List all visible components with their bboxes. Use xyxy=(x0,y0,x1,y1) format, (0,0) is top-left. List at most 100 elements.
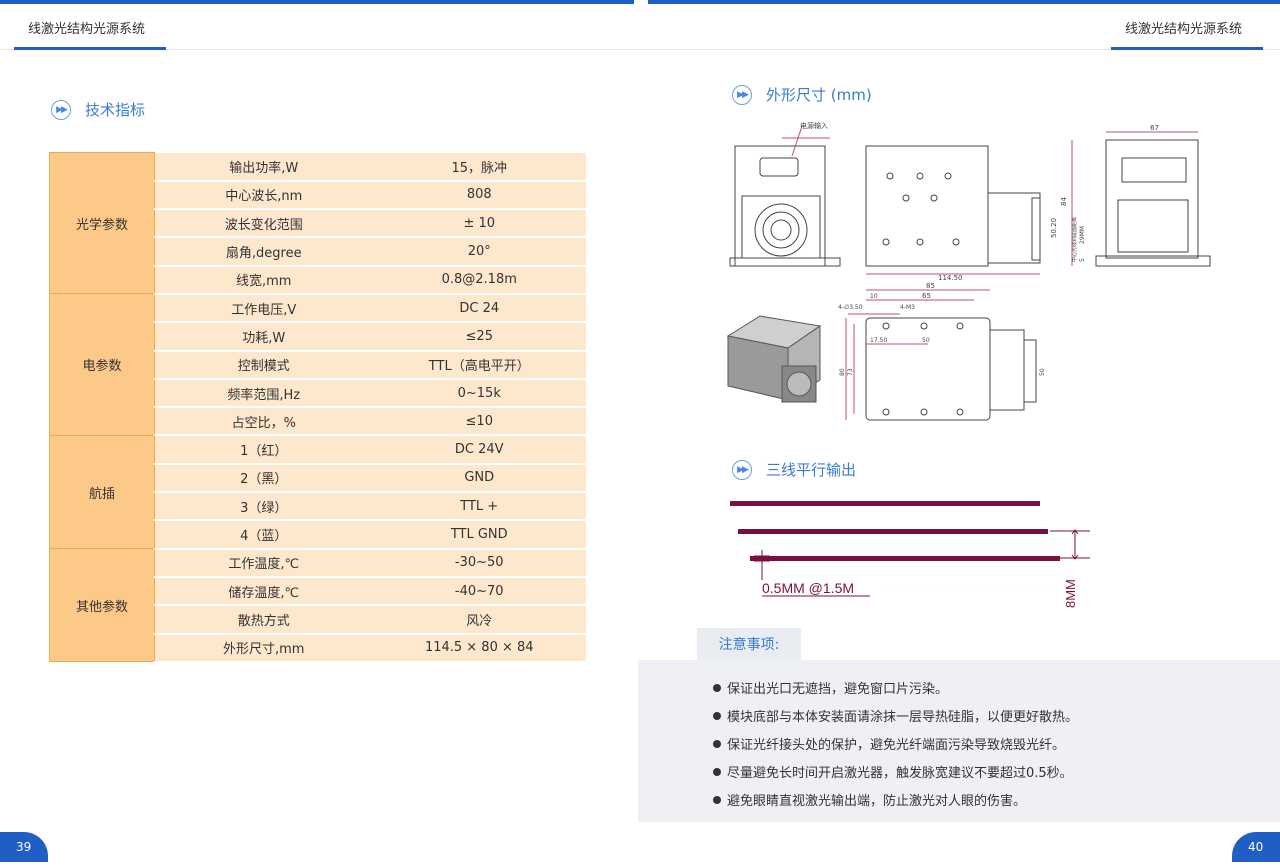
dim-80: 80 xyxy=(839,368,846,376)
dim-84: 84 xyxy=(1060,197,1068,206)
spec-row: 4（蓝）TTL GND xyxy=(50,520,586,550)
front-view-drawing xyxy=(729,125,841,267)
spec-group-label: 光学参数 xyxy=(49,151,155,295)
height-8mm-label: 8MM xyxy=(1063,579,1078,608)
dim-50b: 50 xyxy=(1039,368,1046,376)
note-item: 模块底部与本体安装面请涂抹一层导热硅脂，以便更好散热。 xyxy=(713,706,1078,725)
note-item: 保证出光口无遮挡，避免窗口片污染。 xyxy=(713,678,948,697)
header-underline-left xyxy=(14,47,166,50)
note-text: 保证出光口无遮挡，避免窗口片污染。 xyxy=(727,682,949,697)
spec-param-value: ≤10 xyxy=(372,407,586,437)
spec-param-name: 线宽,mm xyxy=(154,265,373,295)
dimension-drawings: 电源输入 114.50 50.20 67 84 29MM 5 中心光线到底面距离 xyxy=(726,121,1211,421)
section-title: 技术指标 xyxy=(85,101,146,119)
dim-85: 85 xyxy=(926,282,935,290)
dim-65: 65 xyxy=(922,292,931,300)
spec-param-value: TTL + xyxy=(372,492,586,522)
dim-50-20: 50.20 xyxy=(1050,218,1058,238)
spec-param-name: 3（绿） xyxy=(154,492,373,522)
note-item: 避免眼睛直视激光输出端，防止激光对人眼的伤害。 xyxy=(713,790,1026,809)
dim-17-50: 17.50 xyxy=(870,337,887,344)
laser-line-2 xyxy=(738,529,1048,534)
page-number-text: 40 xyxy=(1248,840,1264,854)
spec-param-value: DC 24 xyxy=(372,293,586,324)
spec-group-label: 其他参数 xyxy=(49,548,155,663)
spec-param-value: -30~50 xyxy=(372,548,586,578)
spec-param-value: 风冷 xyxy=(372,605,586,635)
iso-view-drawing xyxy=(726,315,822,403)
spec-row: 占空比，%≤10 xyxy=(50,407,586,437)
spec-param-name: 占空比，% xyxy=(154,407,373,437)
forward-arrows-icon: ▶▶ xyxy=(51,99,71,120)
spec-param-name: 散热方式 xyxy=(154,605,373,635)
dim-50a: 50 xyxy=(922,337,930,344)
bullet-icon xyxy=(713,711,721,720)
spec-param-value: 15，脉冲 xyxy=(372,152,586,182)
hole-spec-1: 4-∅3.50 xyxy=(838,304,863,311)
spec-param-name: 外形尺寸,mm xyxy=(154,633,373,663)
bullet-icon xyxy=(713,767,721,776)
spec-param-name: 扇角,degree xyxy=(154,237,373,267)
spec-row: 储存温度,℃-40~70 xyxy=(50,576,586,607)
spec-param-value: TTL（高电平开） xyxy=(372,350,586,380)
header-title-right: 线激光结构光源系统 xyxy=(1125,22,1243,37)
spec-param-name: 输出功率,W xyxy=(154,152,373,182)
forward-arrows-icon: ▶▶ xyxy=(732,84,752,105)
spec-param-name: 1（红） xyxy=(154,435,373,465)
spacing-label: 0.5MM @1.5M xyxy=(762,580,854,596)
header-divider xyxy=(0,49,1280,50)
section-title: 三线平行输出 xyxy=(766,461,857,479)
spec-row: 其他参数工作温度,℃-30~50 xyxy=(49,548,586,663)
spec-param-name: 波长变化范围 xyxy=(154,209,373,239)
hole-spec-2: 4-M3 xyxy=(900,304,915,311)
rear-view-drawing xyxy=(1071,131,1211,267)
dim-29mm: 29MM xyxy=(1079,226,1086,244)
note-text: 保证光纤接头处的保护，避免光纤端面污染导致烧毁光纤。 xyxy=(727,738,1066,753)
dim-5: 5 xyxy=(1079,258,1086,262)
spec-group-label: 电参数 xyxy=(49,293,155,436)
dim-10: 10 xyxy=(870,293,878,300)
spec-param-value: 0.8@2.18m xyxy=(372,265,586,295)
side-view-drawing xyxy=(865,145,1041,275)
note-text: 避免眼睛直视激光输出端，防止激光对人眼的伤害。 xyxy=(727,794,1027,809)
power-input-label: 电源输入 xyxy=(800,121,828,130)
spec-param-value: 808 xyxy=(372,180,586,211)
section-heading-output: ▶▶ 三线平行输出 xyxy=(732,459,856,480)
spec-param-name: 工作电压,V xyxy=(154,293,373,324)
spec-param-name: 储存温度,℃ xyxy=(154,576,373,607)
section-title: 外形尺寸 (mm) xyxy=(766,86,872,104)
top-view-drawing xyxy=(845,289,1037,421)
spec-param-value: 114.5 × 80 × 84 xyxy=(372,633,586,663)
note-item: 尽量避免长时间开启激光器，触发脉宽建议不要超过0.5秒。 xyxy=(713,762,1073,781)
bullet-icon xyxy=(713,683,721,692)
page-number-text: 39 xyxy=(16,840,32,854)
spec-param-value: ± 10 xyxy=(372,209,586,239)
top-bar-left xyxy=(0,0,634,4)
note-text: 模块底部与本体安装面请涂抹一层导热硅脂，以便更好散热。 xyxy=(727,710,1079,725)
spec-row: 2（黑）GND xyxy=(50,463,586,494)
top-bar-right xyxy=(648,0,1280,4)
spec-param-value: TTL GND xyxy=(372,520,586,550)
spec-row: 功耗,W≤25 xyxy=(50,322,586,352)
dim-114: 114.50 xyxy=(938,274,963,282)
spec-row: 散热方式风冷 xyxy=(50,605,586,635)
spec-param-value: ≤25 xyxy=(372,322,586,352)
spec-param-value: 0~15k xyxy=(372,378,586,409)
header-title-left: 线激光结构光源系统 xyxy=(28,22,146,37)
laser-line-1 xyxy=(730,501,1040,506)
laser-line-3 xyxy=(750,556,1060,561)
spec-param-name: 控制模式 xyxy=(154,350,373,380)
forward-arrows-icon: ▶▶ xyxy=(732,459,752,480)
notes-title: 注意事项: xyxy=(697,628,801,660)
section-heading-specs: ▶▶ 技术指标 xyxy=(51,99,145,120)
